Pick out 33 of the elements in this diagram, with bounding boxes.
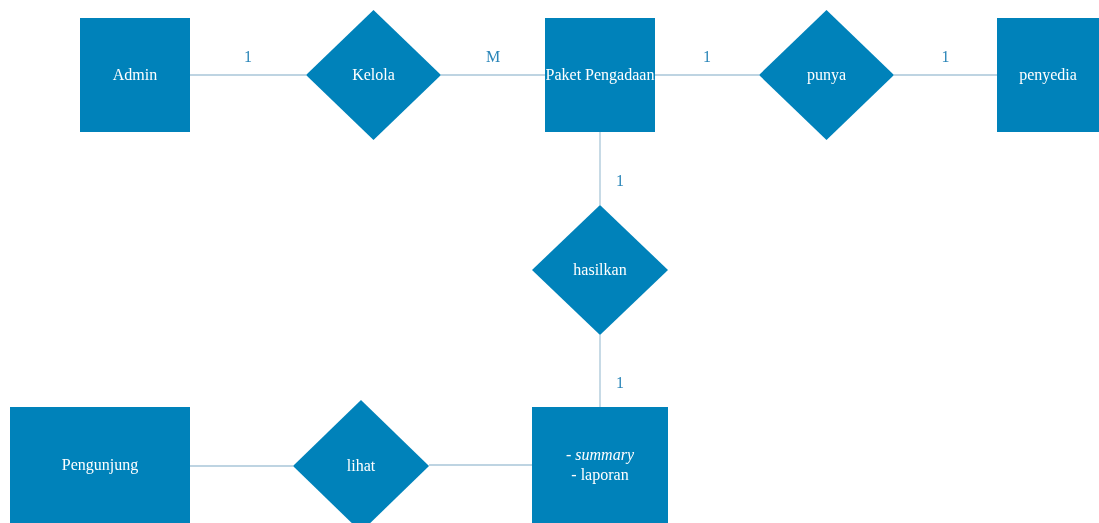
entity-box <box>997 18 1099 132</box>
node-text: Pengunjung <box>61 455 139 475</box>
node-text: Paket Pengadaan <box>545 65 655 85</box>
relationship-diamond <box>759 10 894 140</box>
node-text: Admin <box>112 65 158 85</box>
connector-line <box>189 74 307 76</box>
entity-box <box>545 18 655 132</box>
entity-box <box>532 407 668 523</box>
connector-line <box>893 74 998 76</box>
relationship-diamond <box>532 205 668 335</box>
cardinality-label: 1 <box>244 48 252 66</box>
connector-line <box>189 465 294 467</box>
cardinality-label: 1 <box>616 374 624 392</box>
node-text: penyedia <box>1019 65 1077 85</box>
connector-line <box>428 464 533 466</box>
cardinality-label: 1 <box>941 48 950 66</box>
node-text: punya <box>806 65 847 85</box>
node-text: hasilkan <box>573 260 627 280</box>
node-text: Kelola <box>352 65 395 85</box>
connector-line <box>599 334 601 408</box>
connector-line <box>440 74 546 76</box>
node-text: lihat <box>346 456 376 476</box>
cardinality-label: 1 <box>703 48 711 66</box>
cardinality-label: M <box>485 48 501 66</box>
connector-line <box>654 74 760 76</box>
relationship-diamond <box>293 400 429 523</box>
connector-line <box>599 131 601 206</box>
relationship-diamond <box>306 10 441 140</box>
node-text: - laporan <box>571 465 629 485</box>
node-text: - summary <box>566 445 634 465</box>
cardinality-label: 1 <box>616 171 624 190</box>
entity-box <box>80 18 190 132</box>
entity-box <box>10 407 190 523</box>
